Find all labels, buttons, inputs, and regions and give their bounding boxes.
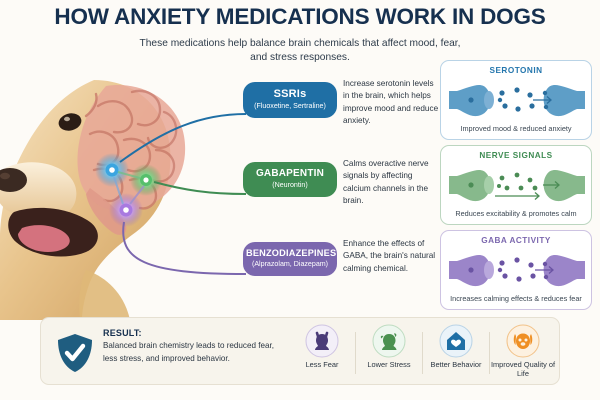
medication-pill-ssri[interactable]: SSRIs (Fluoxetine, Sertraline): [243, 82, 337, 119]
medication-name: GABAPENTIN: [255, 168, 325, 179]
synapse-panel-nerve-signals: NERVE SIGNALS Reduces excitability & pro…: [440, 145, 592, 225]
medication-examples: (Neurontin): [272, 180, 308, 189]
outcome-lower-stress[interactable]: Lower Stress: [356, 324, 422, 369]
outcome-label: Better Behavior: [430, 360, 482, 369]
synapse-panel-serotonin: SEROTONIN Improved mood & reduced anxiet…: [440, 60, 592, 140]
outcome-divider: [355, 332, 356, 374]
medication-description: Calms overactive nerve signals by affect…: [343, 159, 429, 206]
panel-title: GABA ACTIVITY: [481, 236, 551, 245]
outcome-better-behavior[interactable]: Better Behavior: [423, 324, 489, 369]
synapse-diagram-serotonin: [449, 85, 585, 117]
outcome-improved-quality-of-life[interactable]: Improved Quality of Life: [490, 324, 556, 379]
result-bar: RESULT: Balanced brain chemistry leads t…: [40, 317, 560, 385]
panel-title: NERVE SIGNALS: [479, 151, 553, 160]
medication-examples: (Fluoxetine, Sertraline): [254, 101, 326, 110]
result-text-block: RESULT: Balanced brain chemistry leads t…: [103, 328, 283, 365]
dog-eye: [58, 113, 82, 131]
synapse-diagram-nerve-signals: [449, 170, 585, 202]
nose-highlight: [0, 172, 10, 180]
connector-benzodiazepine: [122, 221, 247, 275]
panel-caption: Reduces excitability & promotes calm: [455, 209, 577, 219]
dog-face-icon: [506, 324, 540, 358]
shield-check-icon: [58, 334, 92, 372]
connector-ssri: [119, 113, 247, 163]
medication-examples: (Alprazolam, Diazepam): [251, 259, 329, 268]
outcome-label: Improved Quality of Life: [490, 360, 556, 379]
page-subtitle: These medications help balance brain che…: [139, 37, 461, 64]
eye-highlight: [64, 116, 70, 122]
medication-description: Increase serotonin levels in the brain, …: [343, 79, 439, 126]
brain-node-gabapentin: [130, 164, 162, 196]
dog-tongue: [18, 225, 70, 252]
outcome-less-fear[interactable]: Less Fear: [289, 324, 355, 369]
synapse-panel-gaba-activity: GABA ACTIVITY Increases calming effects …: [440, 230, 592, 310]
connector-lines: [119, 113, 247, 275]
sitting-dog-icon: [372, 324, 406, 358]
medication-row-benzodiazepine: BENZODIAZEPINES (Alprazolam, Diazepam) E…: [243, 238, 443, 314]
node-connectors: [113, 171, 145, 205]
medication-pill-benzodiazepine[interactable]: BENZODIAZEPINES (Alprazolam, Diazepam): [243, 242, 337, 277]
medication-name: BENZODIAZEPINES: [246, 248, 337, 258]
result-body: Balanced brain chemistry leads to reduce…: [103, 341, 274, 363]
outcome-list: Less Fear Lower Stress Bett: [289, 324, 555, 382]
header: HOW ANXIETY MEDICATIONS WORK IN DOGS The…: [0, 4, 600, 66]
brain-node-benzodiazepine: [109, 193, 143, 227]
medication-row-gabapentin: GABAPENTIN (Neurontin) Calms overactive …: [243, 158, 443, 234]
dog-chest: [79, 270, 130, 320]
synapse-diagram-gaba: [449, 255, 585, 287]
medication-name: SSRIs: [273, 88, 307, 100]
medication-row-ssri: SSRIs (Fluoxetine, Sertraline) Increase …: [243, 78, 443, 154]
sitting-dog-icon: [305, 324, 339, 358]
result-label: RESULT:: [103, 328, 142, 338]
outcome-divider: [422, 332, 423, 374]
outcome-divider: [489, 332, 490, 374]
dog-brain-illustration: [0, 62, 247, 320]
golden-retriever-image: [0, 80, 186, 320]
medication-pill-gabapentin[interactable]: GABAPENTIN (Neurontin): [243, 162, 337, 198]
panel-title: SEROTONIN: [489, 66, 543, 75]
connector-gabapentin: [153, 181, 247, 195]
outcome-label: Lower Stress: [367, 360, 411, 369]
medication-description: Enhance the effects of GABA, the brain's…: [343, 239, 436, 273]
page-title: HOW ANXIETY MEDICATIONS WORK IN DOGS: [54, 4, 546, 29]
outcome-label: Less Fear: [305, 360, 339, 369]
house-heart-icon: [439, 324, 473, 358]
panel-caption: Increases calming effects & reduces fear: [450, 294, 582, 304]
panel-caption: Improved mood & reduced anxiety: [460, 124, 572, 134]
